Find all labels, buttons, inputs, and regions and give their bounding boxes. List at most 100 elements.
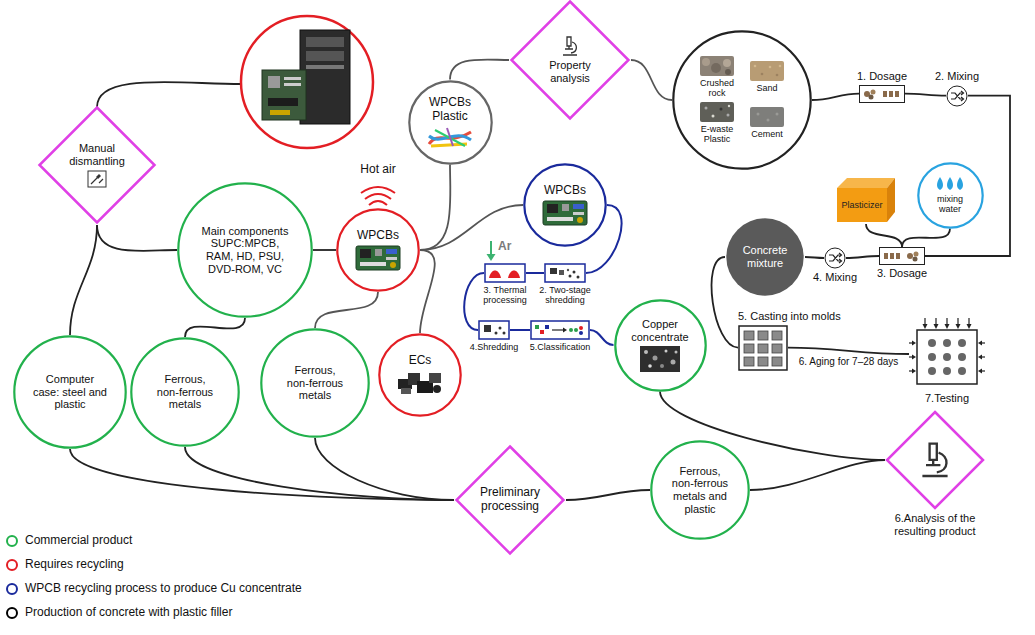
- product-circle: Ferrous, non-ferrous metals: [260, 328, 370, 438]
- circle-shape: [673, 31, 810, 168]
- node-text: WPCBs Plastic: [422, 96, 478, 124]
- node-content: WPCBs: [542, 184, 588, 226]
- connector: [590, 330, 614, 345]
- node-picture: [542, 200, 588, 226]
- dosage-step: 3. Dosage: [877, 247, 927, 280]
- material-photo: [700, 102, 734, 122]
- circle-shape: [918, 163, 982, 227]
- step-symbol: [879, 247, 925, 265]
- node-content: Property analysis: [540, 35, 600, 84]
- node-text: 6.Analysis of the resulting product: [883, 512, 987, 537]
- node-text: 7.Testing: [925, 392, 969, 405]
- node-text: Property analysis: [540, 59, 600, 84]
- water-circle: mixing water: [917, 162, 984, 229]
- circle-shape: [615, 300, 705, 390]
- node-text: E-waste Plastic: [693, 124, 741, 145]
- connector: [846, 256, 879, 258]
- node-content: Main components SUPC:MPCB, RAM, HD, PSU,…: [197, 225, 293, 276]
- node-text: 4.Shredding: [470, 342, 519, 352]
- connector: [812, 94, 859, 100]
- process-box: 5.Classification: [530, 320, 591, 352]
- node-content: WPCBs: [355, 229, 401, 271]
- product-circle: Copper concentrate: [614, 299, 707, 392]
- node-content: mixing water: [928, 176, 972, 215]
- connector: [510, 329, 530, 331]
- node-content: Ferrous, non-ferrous metals and plastic: [669, 465, 731, 516]
- node-content: Manual dismantling: [66, 142, 128, 187]
- circle-shape: [261, 329, 368, 436]
- node-content: Computer case: steel and plastic: [32, 373, 108, 411]
- node-picture: [934, 176, 966, 192]
- decision-diamond: Preliminary processing: [454, 444, 566, 556]
- connector: [185, 318, 245, 337]
- node-content: WPCBs Plastic: [422, 96, 478, 148]
- decision-diamond: Manual dismantling: [37, 105, 157, 225]
- legend-swatch: [6, 535, 18, 547]
- connector: [866, 224, 902, 247]
- analysis-diamond: 6.Analysis of the resulting product: [883, 410, 987, 537]
- connector: [185, 447, 454, 500]
- circle-shape: [409, 81, 491, 163]
- recycling-circle: WPCBs: [336, 208, 420, 292]
- legend-row: Requires recycling: [6, 558, 124, 572]
- node-text: 3. Dosage: [877, 267, 927, 280]
- circle-shape: [131, 338, 238, 445]
- connector: [313, 249, 336, 251]
- node-text: Crushed rock: [693, 78, 741, 99]
- argon-arrow: [487, 241, 496, 261]
- legend-text: Production of concrete with plastic fill…: [25, 606, 232, 620]
- circle-outline: [614, 299, 707, 392]
- node-picture: [396, 370, 444, 396]
- step-symbol: [909, 318, 985, 390]
- material-cell: Cement: [750, 107, 784, 139]
- annotation: Hot air: [360, 163, 395, 177]
- connector: [420, 250, 435, 333]
- node-content: Copper concentrate: [627, 318, 693, 371]
- product-circle: Computer case: steel and plastic: [13, 335, 127, 449]
- connector: [315, 438, 454, 500]
- circle-outline: [672, 30, 812, 170]
- material-circle: WPCBs Plastic: [408, 80, 493, 165]
- connector: [420, 165, 450, 251]
- diamond-shape: [40, 108, 155, 223]
- decision-diamond: Property analysis: [509, 0, 631, 121]
- material-cell: E-waste Plastic: [693, 102, 741, 145]
- circle-shape: [379, 334, 460, 415]
- legend-swatch: [6, 607, 18, 619]
- legend-text: Requires recycling: [25, 558, 124, 572]
- legend-row: Commercial product: [6, 534, 132, 548]
- node-text: ECs: [409, 354, 432, 368]
- node-text: 1. Dosage: [857, 70, 907, 83]
- material-photo: [700, 56, 734, 76]
- computer-illustration: [241, 16, 373, 148]
- node-content: Preliminary processing: [474, 486, 546, 514]
- legend-swatch: [6, 583, 18, 595]
- link-line: [97, 82, 241, 107]
- circle-shape: [337, 209, 418, 290]
- connector: [97, 225, 177, 251]
- step-symbol: [946, 85, 968, 107]
- node-text: Computer case: steel and plastic: [32, 373, 108, 411]
- material-cell: Sand: [750, 61, 784, 93]
- mixing-step: 4. Mixing: [813, 247, 857, 284]
- connector: [70, 225, 97, 335]
- legend-row: WPCB recycling process to produce Cu con…: [6, 582, 302, 596]
- node-picture: [87, 170, 107, 188]
- material-photo: [750, 107, 784, 127]
- node-text: 4. Mixing: [813, 271, 857, 284]
- step-symbol: [824, 247, 846, 269]
- material-photo: [750, 61, 784, 81]
- circle-shape: [726, 218, 803, 295]
- node-text: 5. Casting into molds: [738, 310, 841, 323]
- node-text: Ferrous, non-ferrous metals: [154, 373, 216, 411]
- node-text: 5.Classification: [530, 342, 591, 352]
- connector: [526, 272, 544, 274]
- node-text: Manual dismantling: [66, 142, 128, 167]
- mixing-step: 2. Mixing: [935, 70, 979, 107]
- diamond-shape: [512, 2, 629, 119]
- step-symbol: [484, 263, 526, 283]
- node-text: 2. Mixing: [935, 70, 979, 83]
- node-text: mixing water: [928, 194, 972, 215]
- node-content: Crushed rock SandE-waste Plastic Cement: [693, 56, 791, 144]
- mixture-circle: Concrete mixture: [725, 217, 805, 297]
